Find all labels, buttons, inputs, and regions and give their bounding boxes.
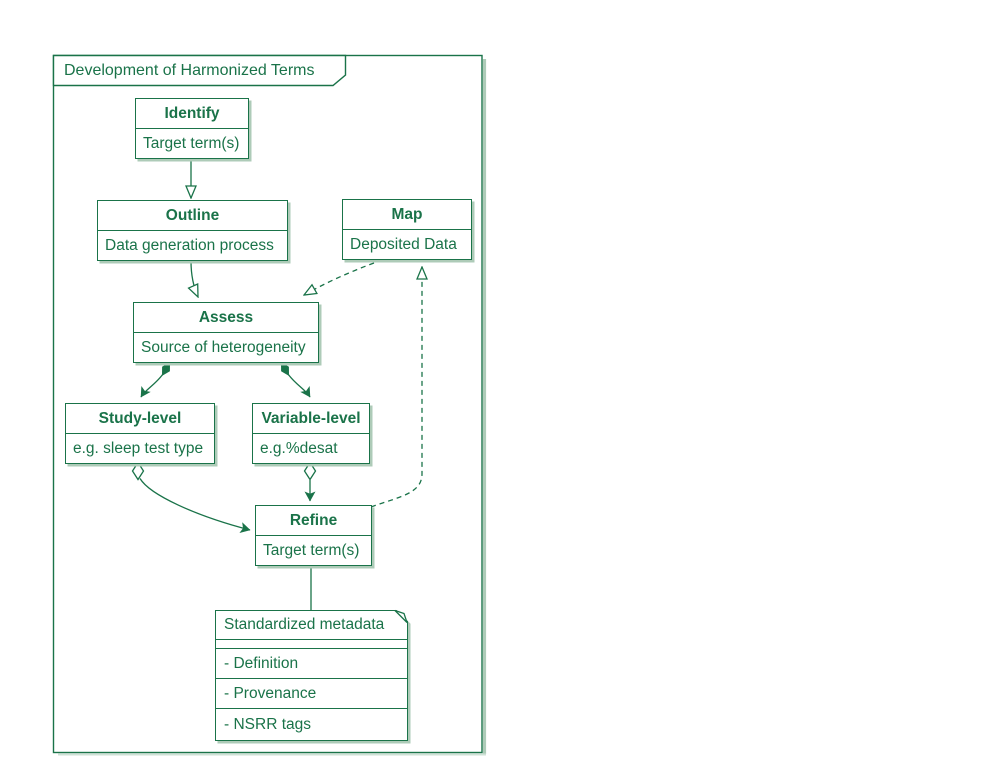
edge-study-refine [139, 478, 251, 533]
diamond-variable-refine [303, 461, 317, 481]
node-refine: Refine Target term(s) [255, 505, 372, 566]
node-outline: Outline Data generation process [97, 200, 288, 261]
node-identify-body: Target term(s) [143, 135, 240, 152]
edge-refine-map [370, 267, 422, 508]
node-outline-title: Outline [98, 201, 287, 231]
diamond-assess-study [162, 362, 170, 376]
node-variable-level: Variable-level e.g.%desat [252, 403, 370, 464]
note-title: Standardized metadata [216, 611, 407, 640]
node-outline-body: Data generation process [105, 237, 274, 254]
node-refine-body: Target term(s) [263, 542, 360, 559]
node-assess-body: Source of heterogeneity [141, 339, 306, 356]
node-study-level: Study-level e.g. sleep test type [65, 403, 215, 464]
node-study-level-title: Study-level [66, 404, 214, 434]
note-fold-corner-icon [394, 608, 411, 624]
node-map: Map Deposited Data [342, 199, 472, 260]
node-identify: Identify Target term(s) [135, 98, 249, 159]
node-variable-level-title: Variable-level [253, 404, 369, 434]
edge-outline-assess [191, 260, 198, 297]
edge-map-assess [304, 262, 375, 295]
node-refine-title: Refine [256, 506, 371, 536]
node-study-level-body: e.g. sleep test type [73, 440, 204, 457]
edge-assess-study [140, 373, 164, 398]
frame-title: Development of Harmonized Terms [64, 62, 315, 79]
edge-assess-variable [287, 373, 311, 398]
diamond-assess-variable [281, 362, 289, 376]
node-map-title: Map [343, 200, 471, 230]
diamond-study-refine [131, 461, 145, 481]
note-standardized-metadata: Standardized metadata - Definition - Pro… [215, 610, 408, 741]
note-item-nsrr-tags: - NSRR tags [224, 716, 311, 733]
note-item-provenance: - Provenance [216, 679, 407, 709]
frame-title-tab [52, 54, 347, 87]
node-assess: Assess Source of heterogeneity [133, 302, 319, 363]
note-item-definition: - Definition [216, 649, 407, 679]
note-separator [216, 640, 407, 649]
node-identify-title: Identify [136, 99, 248, 129]
node-assess-title: Assess [134, 303, 318, 333]
node-variable-level-body: e.g.%desat [260, 440, 338, 457]
node-map-body: Deposited Data [350, 236, 457, 253]
